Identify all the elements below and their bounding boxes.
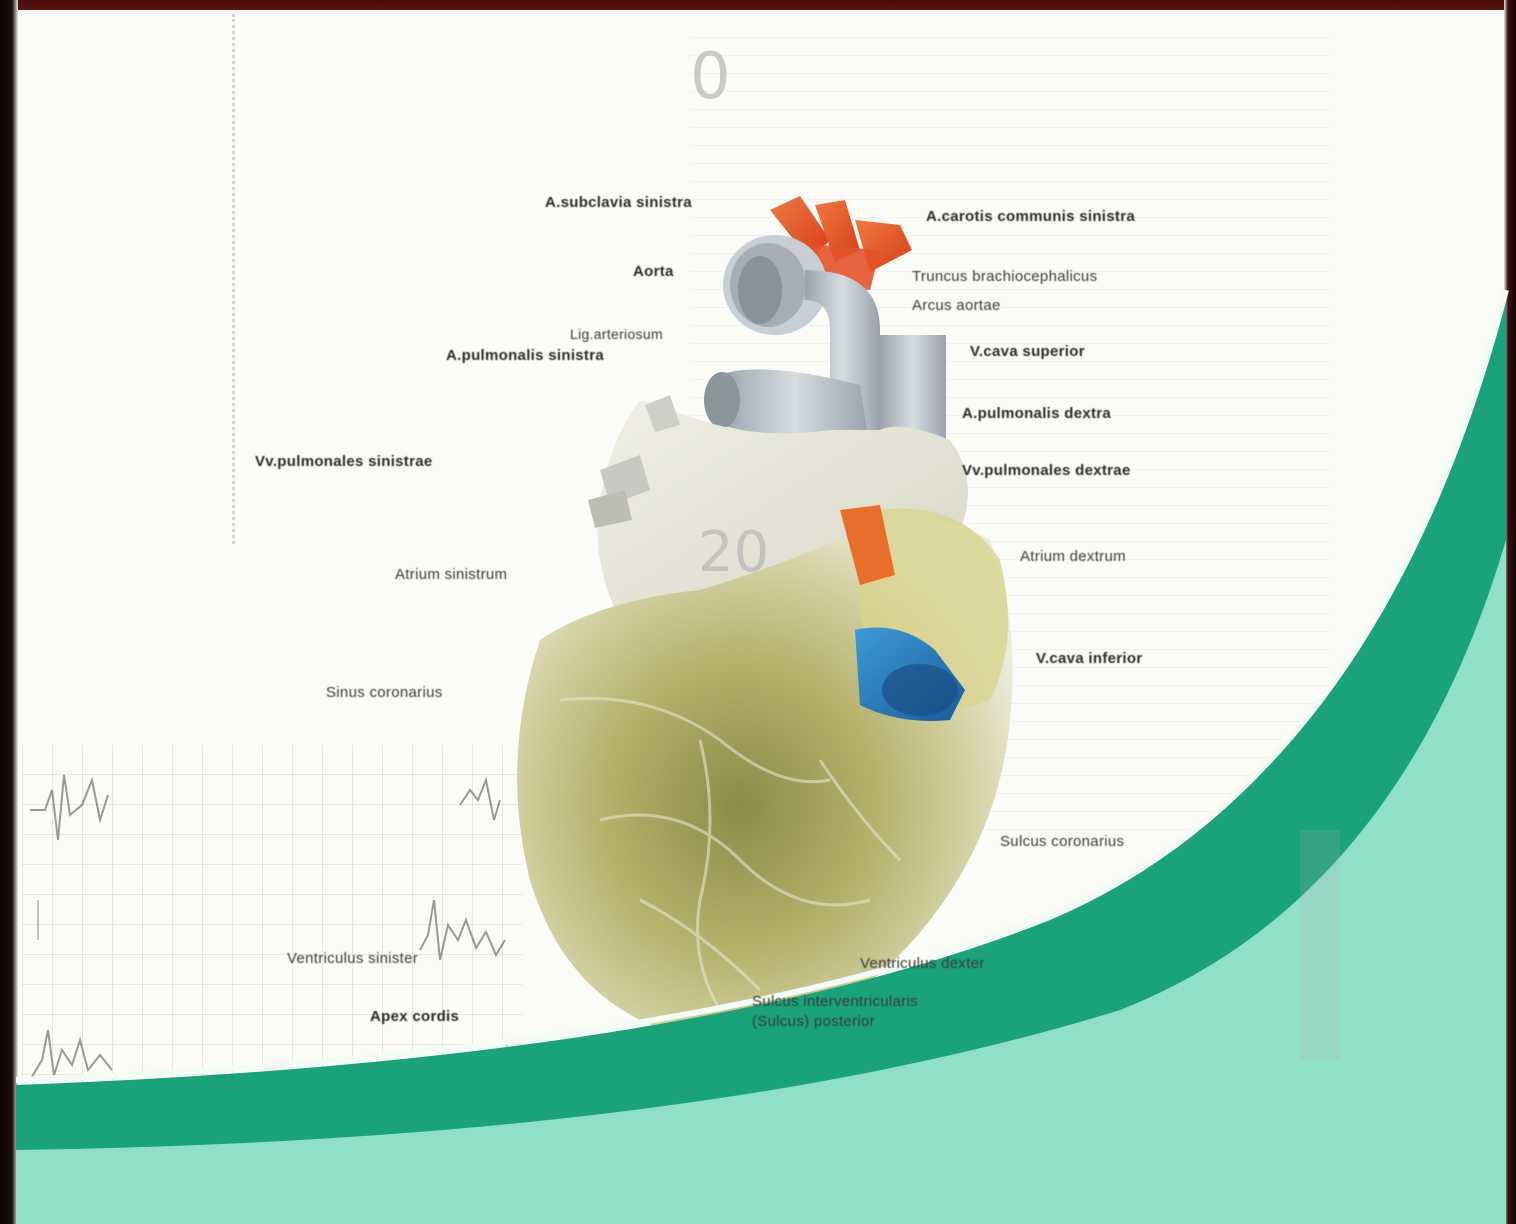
label-vv-pulmonales-dextrae: Vv.pulmonales dextrae (962, 462, 1131, 479)
label-ventriculus-dexter: Ventriculus dexter (860, 955, 985, 972)
label-aorta: Aorta (633, 263, 674, 280)
label-apex-cordis: Apex cordis (370, 1008, 459, 1025)
label-lig-arteriosum: Lig.arteriosum (570, 326, 663, 342)
label-truncus-brachiocephalicus: Truncus brachiocephalicus (912, 268, 1097, 285)
label-a-pulmonalis-sinistra: A.pulmonalis sinistra (446, 347, 604, 364)
label-sulcus-interventricularis-posterior: (Sulcus) posterior (752, 1013, 875, 1030)
label-a-subclavia-sinistra: A.subclavia sinistra (545, 194, 692, 211)
label-ventriculus-sinister: Ventriculus sinister (287, 950, 418, 967)
label-v-cava-inferior: V.cava inferior (1036, 650, 1143, 667)
label-a-pulmonalis-dextra: A.pulmonalis dextra (962, 405, 1111, 422)
label-sulcus-coronarius: Sulcus coronarius (1000, 833, 1124, 850)
label-arcus-aortae: Arcus aortae (912, 297, 1001, 314)
label-sinus-coronarius: Sinus coronarius (326, 684, 443, 701)
label-vv-pulmonales-sinistrae: Vv.pulmonales sinistrae (255, 453, 433, 470)
label-v-cava-superior: V.cava superior (970, 343, 1085, 360)
label-a-carotis-communis-sinistra: A.carotis communis sinistra (926, 208, 1135, 225)
label-atrium-sinistrum: Atrium sinistrum (395, 566, 507, 583)
label-atrium-dextrum: Atrium dextrum (1020, 548, 1126, 565)
label-sulcus-interventricularis: Sulcus interventricularis (752, 993, 918, 1010)
